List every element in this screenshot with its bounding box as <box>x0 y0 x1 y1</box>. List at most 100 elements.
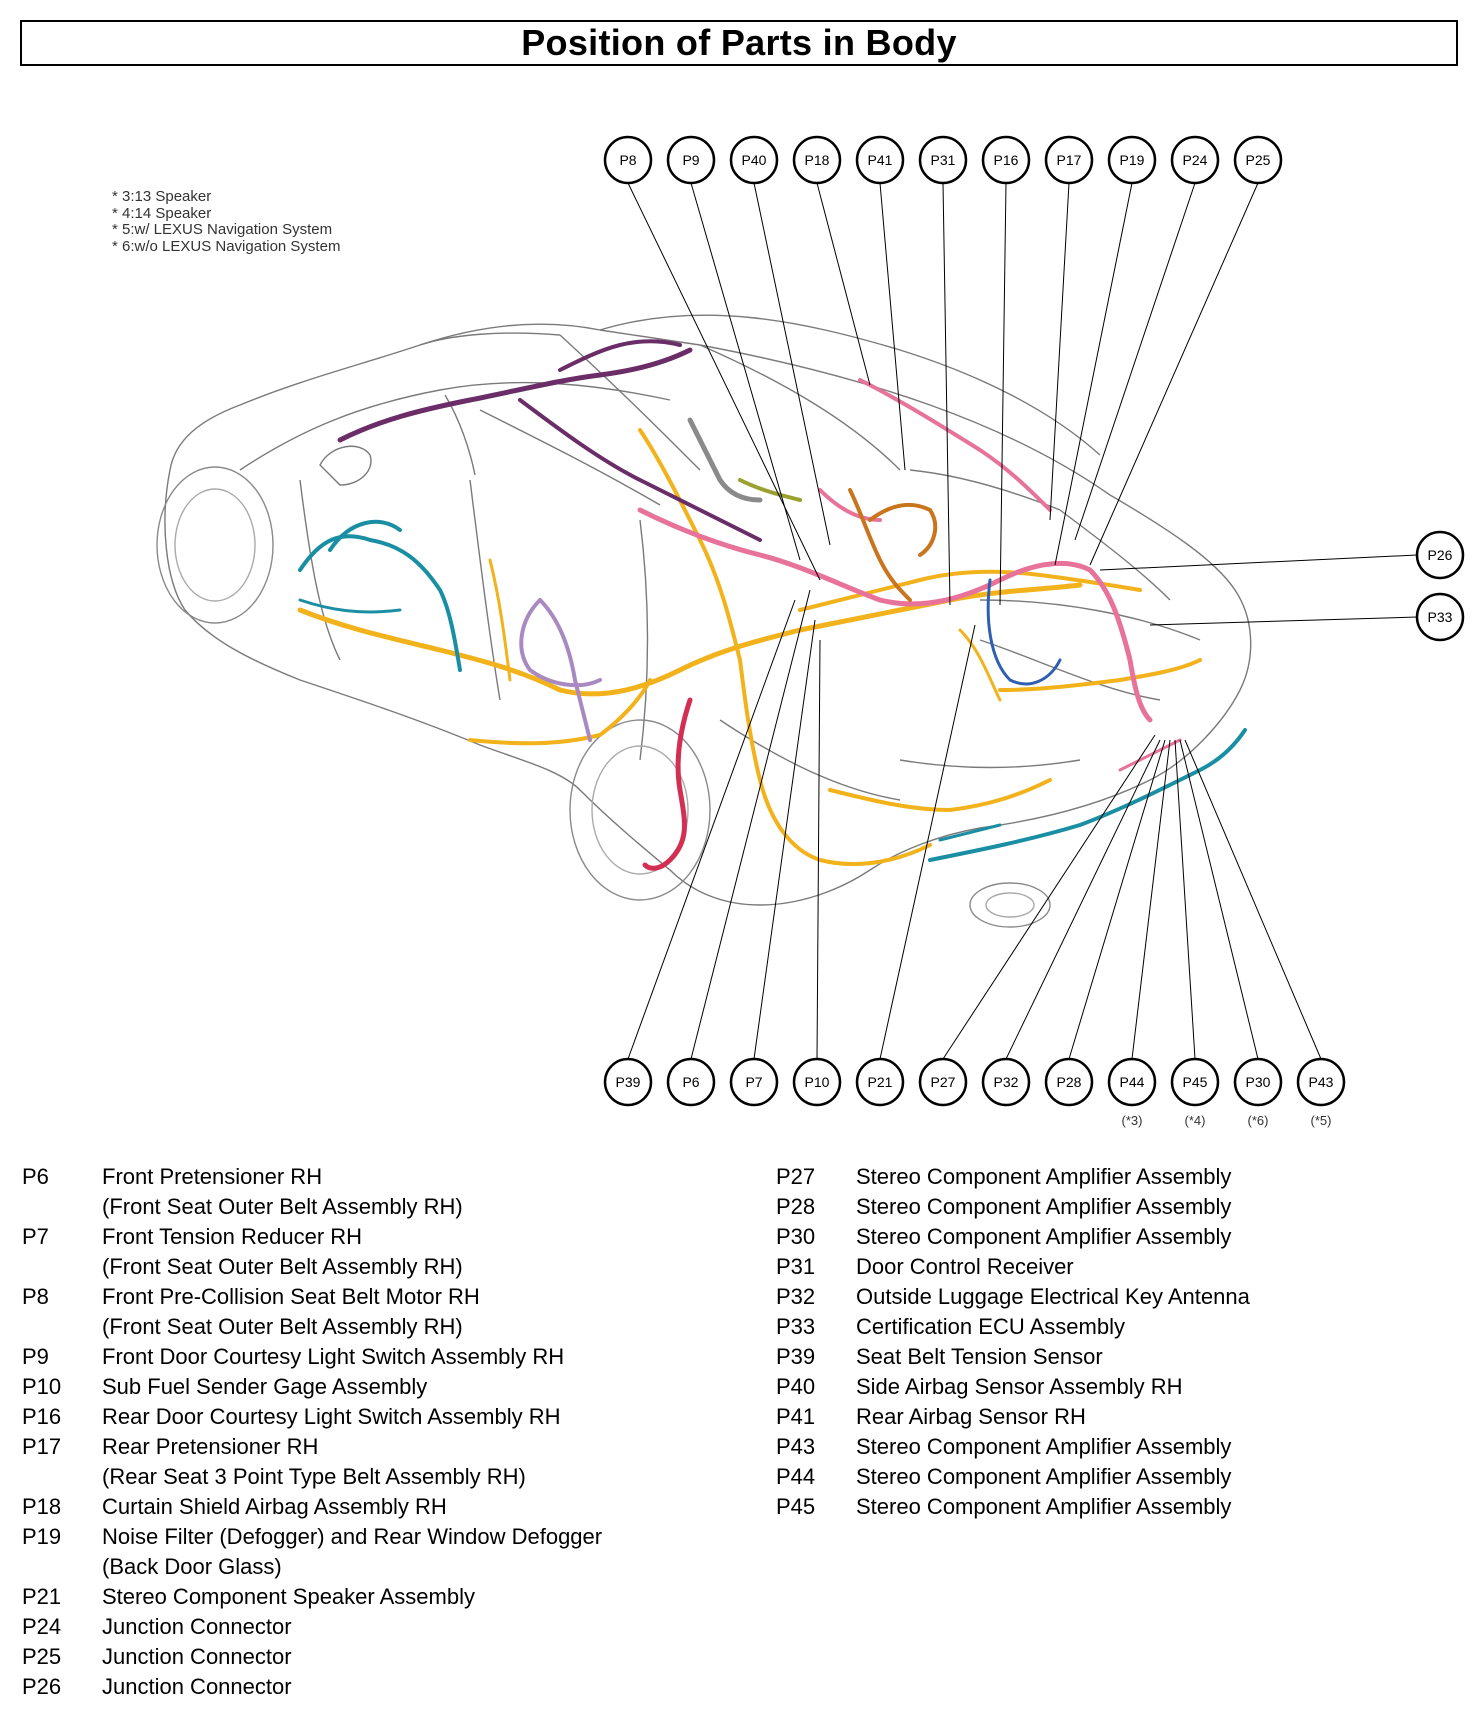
leader-line <box>753 182 831 546</box>
callout-circle <box>1044 1057 1094 1107</box>
legend-description: (Rear Seat 3 Point Type Belt Assembly RH… <box>102 1464 526 1489</box>
legend-description: Front Pretensioner RH <box>102 1164 323 1189</box>
leader-line <box>1131 739 1171 1060</box>
callout-circle <box>981 135 1031 185</box>
callout-label: P31 <box>931 152 956 168</box>
callout-p32: P32 <box>981 1057 1031 1107</box>
callout-circle <box>981 1057 1031 1107</box>
footnote: * 3:13 Speaker <box>112 188 212 205</box>
leader-line <box>879 182 906 471</box>
callout-p39: P39 <box>603 1057 653 1107</box>
callout-circle <box>729 135 779 185</box>
harness-purple <box>558 339 682 372</box>
harness-brown <box>868 502 938 557</box>
callout-label: P7 <box>745 1074 762 1090</box>
callout-circle <box>855 135 905 185</box>
callout-label: P19 <box>1120 152 1145 168</box>
legend-description: Stereo Component Amplifier Assembly <box>856 1164 1232 1189</box>
legend-row: P10 Sub Fuel Sender Gage Assembly <box>22 1372 602 1402</box>
legend-description: (Back Door Glass) <box>102 1554 282 1579</box>
harness-purple <box>518 398 762 542</box>
callout-label: P6 <box>682 1074 699 1090</box>
legend-code: P33 <box>776 1314 816 1339</box>
legend-code: P10 <box>22 1374 62 1399</box>
legend-code: P44 <box>776 1464 816 1489</box>
callout-circle <box>1233 135 1283 185</box>
harness-orange <box>488 558 512 682</box>
harness-brown <box>848 488 912 602</box>
callout-p41: P41 <box>855 135 905 185</box>
legend-description: Curtain Shield Airbag Assembly RH <box>102 1494 447 1519</box>
callout-p10: P10 <box>792 1057 842 1107</box>
legend-code: P25 <box>22 1644 62 1669</box>
legend-description: (Front Seat Outer Belt Assembly RH) <box>102 1314 463 1339</box>
callout-circle <box>1415 592 1465 642</box>
legend-description: Junction Connector <box>102 1614 292 1639</box>
wire-harnesses <box>297 339 1247 871</box>
legend-row: (Front Seat Outer Belt Assembly RH) <box>22 1192 602 1222</box>
legend-code: P26 <box>22 1674 62 1699</box>
leader-line <box>879 624 976 1060</box>
harness-pink <box>818 488 882 522</box>
callout-p21: P21 <box>855 1057 905 1107</box>
legend-code <box>22 1252 102 1282</box>
legend-code: P6 <box>22 1164 49 1189</box>
legend-code: P9 <box>22 1344 49 1369</box>
leader-lines <box>627 182 1418 1060</box>
leader-line <box>1005 739 1161 1060</box>
callout-p18: P18 <box>792 135 842 185</box>
callout-label: P28 <box>1057 1074 1082 1090</box>
legend-description: Sub Fuel Sender Gage Assembly <box>102 1374 428 1399</box>
callout-p30: P30 <box>1233 1057 1283 1107</box>
harness-blue <box>986 578 1062 686</box>
callout-p31: P31 <box>918 135 968 185</box>
leader-line <box>942 734 1156 1060</box>
callout-label: P16 <box>994 152 1019 168</box>
page-title: Position of Parts in Body <box>521 22 957 63</box>
callout-p25: P25 <box>1233 135 1283 185</box>
harness-olive <box>738 478 802 502</box>
callout-circle <box>918 1057 968 1107</box>
legend-code: P41 <box>776 1404 816 1429</box>
callout-p28: P28 <box>1044 1057 1094 1107</box>
legend-code: P31 <box>776 1254 816 1279</box>
legend-code <box>22 1552 102 1582</box>
callout-circle <box>603 1057 653 1107</box>
legend-description: Door Control Receiver <box>856 1254 1074 1279</box>
callout-p8: P8 <box>603 135 653 185</box>
legend-description: (Front Seat Outer Belt Assembly RH) <box>102 1194 463 1219</box>
legend-description: Certification ECU Assembly <box>856 1314 1125 1339</box>
legend-code: P17 <box>22 1434 62 1459</box>
legend-description: Stereo Component Speaker Assembly <box>102 1584 475 1609</box>
legend-code: P19 <box>22 1524 62 1549</box>
leader-line <box>1149 616 1418 626</box>
harness-orange <box>958 628 1002 702</box>
callout-circle <box>918 135 968 185</box>
harness-red <box>642 697 693 871</box>
harness-orange <box>638 428 932 867</box>
callout-p26: P26 <box>1415 530 1465 580</box>
legend-description: Outside Luggage Electrical Key Antenna <box>856 1284 1250 1309</box>
callout-note: (*5) <box>1311 1113 1332 1128</box>
callout-circle <box>666 135 716 185</box>
callout-p43: P43 <box>1296 1057 1346 1107</box>
legend-row: P33 Certification ECU Assembly <box>776 1312 1250 1342</box>
callout-label: P44 <box>1120 1074 1145 1090</box>
callout-p40: P40 <box>729 135 779 185</box>
legend-code: P32 <box>776 1284 816 1309</box>
callout-label: P18 <box>805 152 830 168</box>
callout-circle <box>1233 1057 1283 1107</box>
legend-description: Stereo Component Amplifier Assembly <box>856 1494 1232 1519</box>
legend-description: Stereo Component Amplifier Assembly <box>856 1194 1232 1219</box>
legend-code: P39 <box>776 1344 816 1369</box>
